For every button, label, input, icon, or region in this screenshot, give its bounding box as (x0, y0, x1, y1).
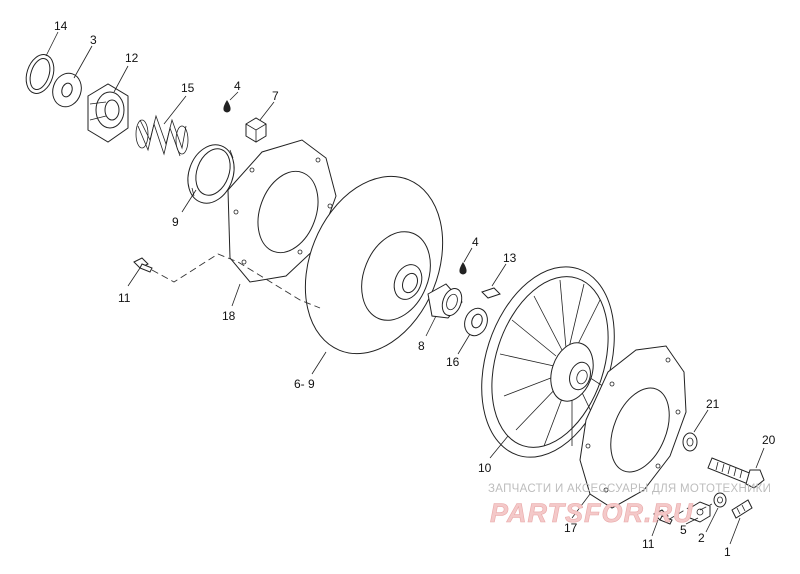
callout-5: 5 (680, 523, 687, 537)
part-rear-plate (579, 345, 687, 509)
part-washer (52, 72, 82, 108)
watermark: ЗАПЧАСТИ И АКСЕССУАРЫ ДЛЯ МОТОТЕХНИКИ PA… (488, 483, 771, 528)
callout-3: 3 (90, 33, 97, 47)
assembly-guide-lines (151, 253, 713, 521)
callout-1: 1 (724, 545, 731, 559)
part-fixed-sheave (481, 266, 615, 458)
callout-4-upper: 4 (234, 79, 241, 93)
callout-leaders (45, 31, 765, 545)
part-nut (713, 492, 727, 508)
callout-11-upper: 11 (118, 291, 131, 305)
part-sleeve (427, 283, 463, 319)
part-short-bolt (731, 499, 753, 519)
watermark-tagline: ЗАПЧАСТИ И АКСЕССУАРЫ ДЛЯ МОТОТЕХНИКИ (488, 483, 771, 495)
part-long-bolt (707, 457, 765, 489)
callout-21: 21 (706, 397, 720, 411)
watermark-logo: PARTSFOR.RU (490, 498, 694, 528)
part-snap-ring (25, 54, 55, 94)
callout-14: 14 (54, 19, 68, 33)
part-movable-sheave (304, 175, 444, 355)
callout-labels: 14 3 12 15 4 7 9 11 18 6- 9 4 13 8 16 10… (54, 19, 776, 559)
part-bushing-ring (187, 144, 235, 204)
callout-20: 20 (762, 433, 776, 447)
callout-10: 10 (478, 461, 492, 475)
callout-15: 15 (181, 81, 195, 95)
part-screw-lower (653, 509, 673, 525)
callout-8: 8 (418, 339, 425, 353)
part-cover-plate (227, 139, 337, 283)
callout-7: 7 (272, 89, 279, 103)
part-spring (135, 114, 189, 157)
callout-6-9: 6- 9 (294, 377, 315, 391)
part-screw-upper (133, 257, 153, 273)
part-slider-block (245, 117, 267, 143)
part-spacer-washer (464, 307, 488, 337)
callout-2: 2 (698, 531, 705, 545)
callout-17: 17 (564, 521, 578, 535)
part-small-disc (682, 432, 698, 452)
callout-18: 18 (222, 309, 236, 323)
part-key (481, 287, 501, 299)
grease-drop-icon (459, 262, 467, 275)
callout-9: 9 (172, 215, 179, 229)
part-cam (87, 83, 129, 143)
callout-12: 12 (125, 51, 139, 65)
grease-drop-icon (223, 100, 231, 113)
callout-4-middle: 4 (472, 235, 479, 249)
callout-16: 16 (446, 355, 460, 369)
callout-13: 13 (503, 251, 517, 265)
callout-11-lower: 11 (642, 537, 655, 551)
